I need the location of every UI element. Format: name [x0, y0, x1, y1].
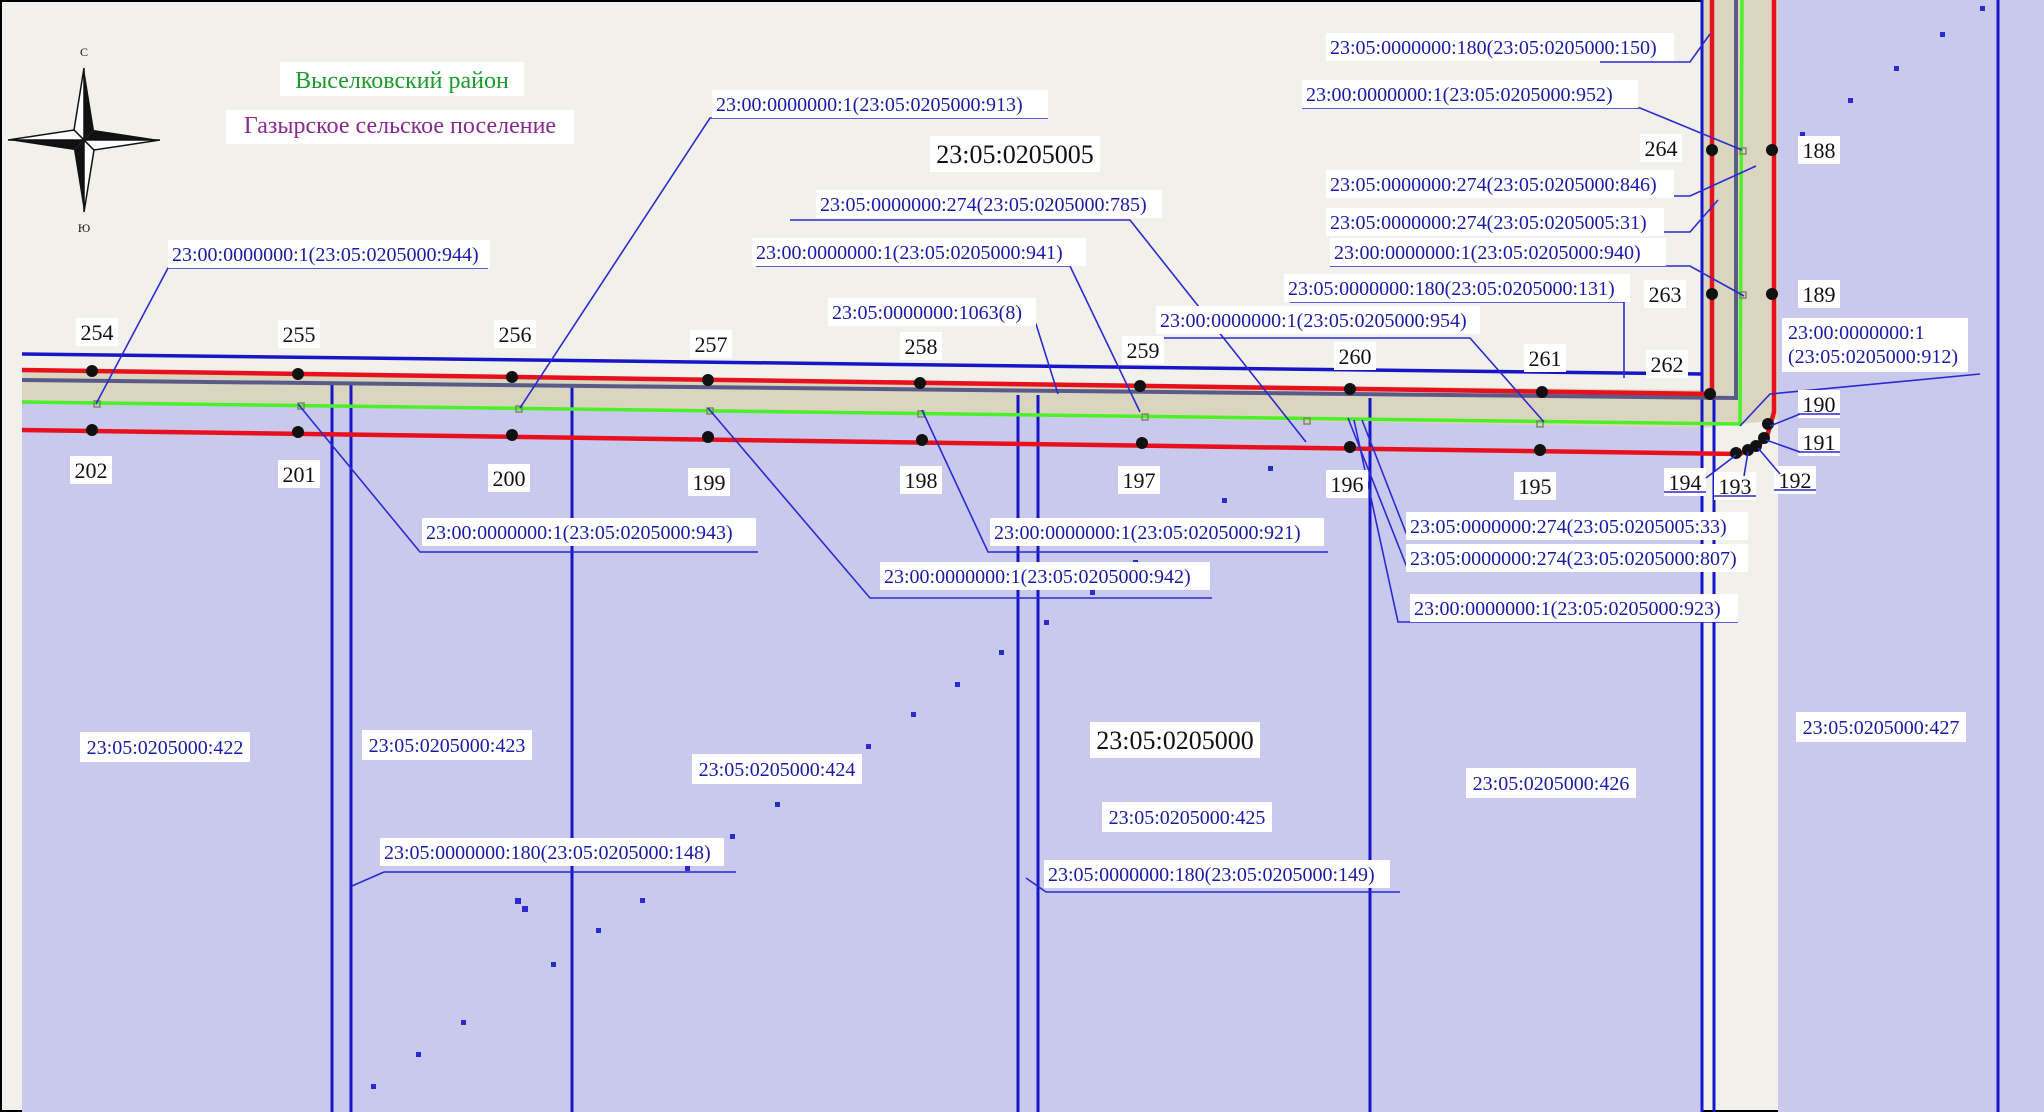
north-block-boundary — [21, 352, 1703, 376]
callout-954[interactable]: 23:00:0000000:1(23:05:0205000:954) — [1160, 310, 1467, 332]
callout-913[interactable]: 23:00:0000000:1(23:05:0205000:913) — [716, 94, 1023, 116]
block-south-label[interactable]: 23:05:0205000 — [1096, 726, 1253, 755]
point-label-258: 258 — [905, 334, 938, 359]
point-label-257: 257 — [695, 332, 728, 357]
road-axis-line — [21, 0, 1738, 401]
compass-south-label: Ю — [78, 221, 90, 235]
point-label-196: 196 — [1331, 472, 1364, 497]
block-north-group: 23:05:0205005 — [930, 136, 1100, 172]
callout-labels: 23:05:0000000:180(23:05:0205000:150) 23:… — [168, 33, 1968, 888]
callout-942[interactable]: 23:00:0000000:1(23:05:0205000:942) — [884, 566, 1191, 588]
parcel-label-424[interactable]: 23:05:0205000:424 — [699, 759, 856, 781]
point-label-189: 189 — [1803, 282, 1836, 307]
callout-923[interactable]: 23:00:0000000:1(23:05:0205000:923) — [1414, 598, 1721, 620]
callout-912-line1[interactable]: 23:00:0000000:1 — [1788, 322, 1925, 344]
callout-149[interactable]: 23:05:0000000:180(23:05:0205000:149) — [1048, 864, 1375, 886]
parcel-label-427[interactable]: 23:05:0205000:427 — [1803, 717, 1960, 739]
callout-952[interactable]: 23:00:0000000:1(23:05:0205000:952) — [1306, 84, 1613, 106]
settlement-title-group: Газырское сельское поселение — [226, 110, 574, 144]
callout-943[interactable]: 23:00:0000000:1(23:05:0205000:943) — [426, 522, 733, 544]
parcel-label-426[interactable]: 23:05:0205000:426 — [1473, 773, 1630, 795]
block-north-label[interactable]: 23:05:0205005 — [936, 140, 1093, 169]
district-title: Выселковский район — [295, 68, 509, 94]
point-label-191: 191 — [1803, 430, 1836, 455]
block-south-group: 23:05:0205000 — [1090, 722, 1260, 758]
compass-rose-icon: С Ю — [7, 45, 161, 235]
point-label-197: 197 — [1123, 468, 1156, 493]
point-label-263: 263 — [1649, 282, 1682, 307]
callout-944[interactable]: 23:00:0000000:1(23:05:0205000:944) — [172, 244, 479, 266]
settlement-title: Газырское сельское поселение — [244, 113, 556, 139]
callout-785[interactable]: 23:05:0000000:274(23:05:0205000:785) — [820, 194, 1147, 216]
point-label-256: 256 — [499, 322, 532, 347]
parcel-labels: 23:05:0205000:422 23:05:0205000:423 23:0… — [80, 712, 1966, 832]
point-label-201: 201 — [283, 462, 316, 487]
callout-941[interactable]: 23:00:0000000:1(23:05:0205000:941) — [756, 242, 1063, 264]
point-label-190: 190 — [1803, 392, 1836, 417]
callout-1063[interactable]: 23:05:0000000:1063(8) — [832, 302, 1022, 324]
point-label-262: 262 — [1651, 352, 1684, 377]
corner-points — [86, 144, 1778, 459]
callout-131[interactable]: 23:05:0000000:180(23:05:0205000:131) — [1288, 278, 1615, 300]
road-centerline — [21, 0, 1744, 426]
compass-north-label: С — [80, 45, 88, 59]
point-label-195: 195 — [1519, 474, 1552, 499]
callout-846[interactable]: 23:05:0000000:274(23:05:0205000:846) — [1330, 174, 1657, 196]
district-title-group: Выселковский район — [280, 62, 524, 96]
callout-150[interactable]: 23:05:0000000:180(23:05:0205000:150) — [1330, 37, 1657, 59]
point-label-193: 193 — [1719, 474, 1752, 499]
point-label-192: 192 — [1779, 468, 1812, 493]
parcel-area-427[interactable] — [1778, 0, 2044, 1112]
callout-912-line2[interactable]: (23:05:0205000:912) — [1788, 346, 1958, 368]
callout-31[interactable]: 23:05:0000000:274(23:05:0205005:31) — [1330, 212, 1647, 234]
point-label-259: 259 — [1127, 338, 1160, 363]
point-label-198: 198 — [905, 468, 938, 493]
point-label-194: 194 — [1669, 470, 1702, 495]
parcel-label-423[interactable]: 23:05:0205000:423 — [369, 735, 526, 757]
point-label-261: 261 — [1529, 346, 1562, 371]
point-label-199: 199 — [693, 470, 726, 495]
dotted-trace — [371, 6, 1985, 1089]
callout-148[interactable]: 23:05:0000000:180(23:05:0205000:148) — [384, 842, 711, 864]
point-label-255: 255 — [283, 322, 316, 347]
road-strip[interactable] — [22, 0, 1778, 428]
callout-807[interactable]: 23:05:0000000:274(23:05:0205000:807) — [1410, 548, 1737, 570]
parcel-label-422[interactable]: 23:05:0205000:422 — [87, 737, 244, 759]
callout-33[interactable]: 23:05:0000000:274(23:05:0205005:33) — [1410, 516, 1727, 538]
callout-940[interactable]: 23:00:0000000:1(23:05:0205000:940) — [1334, 242, 1641, 264]
point-label-202: 202 — [75, 458, 108, 483]
point-label-188: 188 — [1803, 138, 1836, 163]
point-label-254: 254 — [81, 320, 114, 345]
centerline-markers — [93, 147, 1747, 428]
point-label-underlines — [1664, 413, 1840, 497]
parcel-label-425[interactable]: 23:05:0205000:425 — [1109, 807, 1266, 829]
callout-921[interactable]: 23:00:0000000:1(23:05:0205000:921) — [994, 522, 1301, 544]
point-label-260: 260 — [1339, 344, 1372, 369]
point-label-264: 264 — [1645, 136, 1678, 161]
point-label-200: 200 — [493, 466, 526, 491]
point-labels: 254 255 256 257 258 259 260 261 262 263 … — [70, 134, 1840, 500]
